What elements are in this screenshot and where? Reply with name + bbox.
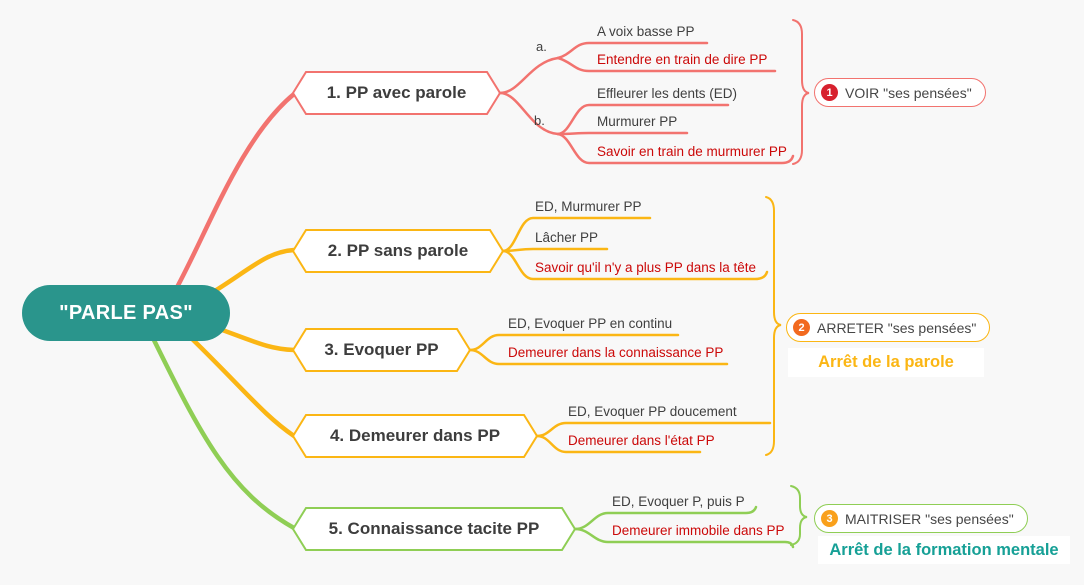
number-badge-2: 2 (793, 319, 810, 336)
conclusion-pill-3[interactable]: 3 MAITRISER "ses pensées" (814, 504, 1028, 533)
number-badge-1: 1 (821, 84, 838, 101)
branch1-connectors (498, 19, 810, 165)
conclusion-text-3: MAITRISER "ses pensées" (845, 510, 1014, 527)
leaf-topic[interactable]: Demeurer immobile dans PP (612, 523, 785, 538)
leaf-topic[interactable]: A voix basse PP (597, 24, 695, 39)
branch4-connectors (535, 196, 782, 456)
branch-hexagons (291, 71, 577, 551)
leaf-topic[interactable]: ED, Evoquer PP en continu (508, 316, 673, 331)
conclusion-text-1: VOIR "ses pensées" (845, 84, 972, 101)
branch-node-3[interactable]: 3. Evoquer PP (324, 340, 439, 359)
branch1-group-b-label: b. (534, 113, 545, 128)
leaf-topic[interactable]: Demeurer dans l'état PP (568, 433, 715, 448)
leaf-topic[interactable]: Savoir qu'il n'y a plus PP dans la tête (535, 260, 757, 275)
leaf-topic[interactable]: Entendre en train de dire PP (597, 52, 768, 67)
branch-node-5[interactable]: 5. Connaissance tacite PP (328, 519, 540, 538)
leaf-topic[interactable]: Demeurer dans la connaissance PP (508, 345, 724, 360)
leaf-topic[interactable]: Savoir en train de murmurer PP (597, 144, 787, 159)
branch1-group-a-label: a. (536, 39, 547, 54)
leaf-topic[interactable]: Murmurer PP (597, 114, 678, 129)
branch-node-2[interactable]: 2. PP sans parole (327, 241, 469, 260)
branch-node-1[interactable]: 1. PP avec parole (326, 83, 467, 102)
branch2-connectors (501, 216, 769, 281)
leaf-topic[interactable]: ED, Evoquer P, puis P (612, 494, 745, 509)
conclusion-text-2: ARRETER "ses pensées" (817, 319, 977, 336)
branch5-connectors (573, 485, 808, 549)
subtitle-arret-parole[interactable]: Arrêt de la parole (788, 348, 984, 377)
branch-node-4[interactable]: 4. Demeurer dans PP (329, 426, 501, 445)
conclusion-pill-1[interactable]: 1 VOIR "ses pensées" (814, 78, 986, 107)
conclusion-pill-2[interactable]: 2 ARRETER "ses pensées" (786, 313, 991, 342)
leaf-topic[interactable]: Lâcher PP (535, 230, 599, 245)
leaf-topic[interactable]: ED, Murmurer PP (535, 199, 642, 214)
branch3-connectors (468, 333, 729, 366)
subtitle-arret-formation-mentale[interactable]: Arrêt de la formation mentale (818, 536, 1070, 564)
root-node[interactable]: "PARLE PAS" (22, 285, 230, 341)
leaf-topic[interactable]: Effleurer les dents (ED) (597, 86, 738, 101)
number-badge-3: 3 (821, 510, 838, 527)
leaf-topic[interactable]: ED, Evoquer PP doucement (568, 404, 737, 419)
